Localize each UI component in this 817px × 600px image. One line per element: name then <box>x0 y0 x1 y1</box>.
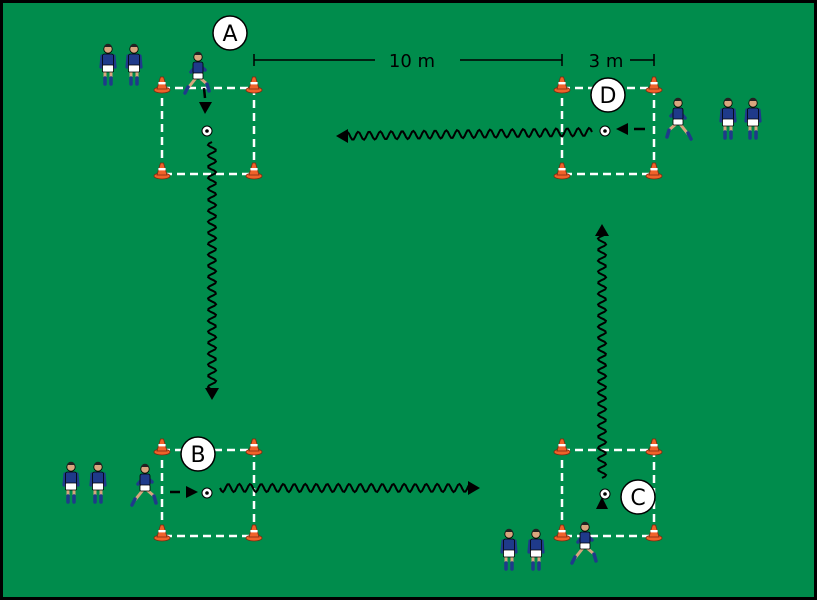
station-letter-b: B <box>190 443 205 468</box>
station-badge-a <box>212 15 248 51</box>
arrowhead-a-to-b <box>205 388 219 400</box>
measurement-annotations: 10 m 3 m <box>253 51 655 72</box>
station-badge-b <box>180 436 216 472</box>
station-letter-a: A <box>222 22 237 47</box>
station-label-b: B <box>180 436 216 472</box>
station-label-d: D <box>590 77 626 113</box>
pitch <box>3 3 814 597</box>
player-icon <box>62 461 80 504</box>
cone-icon <box>153 438 171 456</box>
cone-icon <box>645 76 663 94</box>
player-icon <box>527 528 545 571</box>
dribble-paths <box>205 126 609 495</box>
player-icon <box>130 463 158 507</box>
dribble-path-c-to-d <box>596 233 608 479</box>
player-icon <box>570 521 598 565</box>
player-icon <box>719 97 737 140</box>
player-icon <box>125 43 143 86</box>
measure-label-3m: 3 m <box>589 51 624 72</box>
cone-icon <box>645 524 663 542</box>
cone-icon <box>245 438 263 456</box>
cone-icon <box>153 76 171 94</box>
cone-icon <box>245 524 263 542</box>
station-label-a: A <box>212 15 248 51</box>
balls <box>201 125 611 500</box>
pass-arrowhead-d <box>616 123 628 135</box>
pass-arrowhead-c <box>596 497 608 509</box>
cone-icon <box>645 438 663 456</box>
cone-icon <box>153 524 171 542</box>
station-labels: A B C D <box>180 15 656 515</box>
dribble-path-a-to-b <box>206 141 218 391</box>
pass-arrowhead-b <box>186 486 198 498</box>
player-icon <box>99 43 117 86</box>
ball-icon <box>201 487 213 499</box>
cone-icon <box>553 162 571 180</box>
ball-icon <box>201 125 213 137</box>
cone-icon <box>553 76 571 94</box>
player-icon <box>500 528 518 571</box>
cone-icon <box>645 162 663 180</box>
measure-label-10m: 10 m <box>389 51 435 72</box>
pass-line-a <box>202 87 207 99</box>
cone-icon <box>245 76 263 94</box>
pass-arrows <box>170 87 645 509</box>
cone-icon <box>553 438 571 456</box>
dribble-path-b-to-c <box>219 482 471 494</box>
station-badge-c <box>620 479 656 515</box>
ball-icon <box>599 125 611 137</box>
dribble-path-d-to-a <box>345 126 593 142</box>
player-icon <box>89 461 107 504</box>
players <box>62 43 762 571</box>
player-icon <box>183 51 211 95</box>
player-icon <box>665 97 693 141</box>
station-label-c: C <box>620 479 656 515</box>
station-letter-d: D <box>600 84 617 109</box>
arrowhead-c-to-d <box>595 224 609 236</box>
player-icon <box>744 97 762 140</box>
arrowhead-d-to-a <box>336 129 348 143</box>
cone-icon <box>245 162 263 180</box>
cone-icon <box>553 524 571 542</box>
cone-icon <box>153 162 171 180</box>
cones <box>153 76 663 542</box>
station-letter-c: C <box>630 486 645 511</box>
station-badge-d <box>590 77 626 113</box>
arrowhead-b-to-c <box>468 481 480 495</box>
pass-arrowhead-a <box>199 102 212 114</box>
ball-icon <box>599 488 611 500</box>
